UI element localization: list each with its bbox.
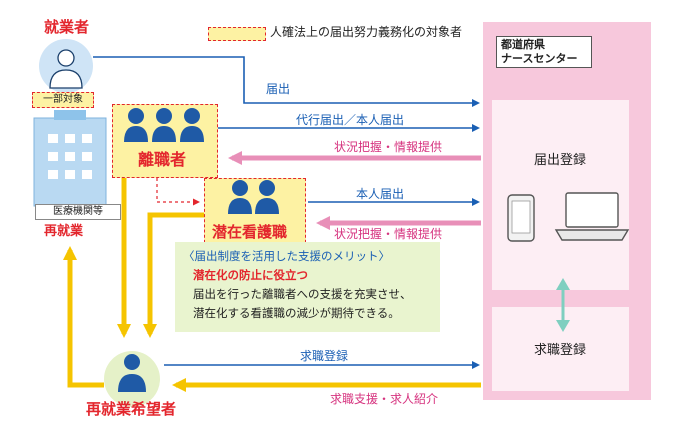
merit-desc-line1: 届出を行った離職者への支援を充実させ、 bbox=[193, 287, 412, 301]
latent-nurse-label: 潜在看護職 bbox=[212, 223, 288, 241]
merit-point: 潜在化の防止に役立つ bbox=[193, 268, 308, 282]
worker-person-icon bbox=[49, 49, 83, 89]
partial-target-tag: 一部対象 bbox=[32, 92, 94, 108]
leaver-people-overlay bbox=[124, 108, 204, 142]
job-registration-label: 求職登録 bbox=[534, 343, 587, 358]
job-support-label: 求職支援・求人紹介 bbox=[330, 392, 439, 406]
job-register-label: 求職登録 bbox=[300, 349, 349, 363]
registration-label: 届出登録 bbox=[534, 153, 587, 168]
proxy-notify-label: 代行届出／本人届出 bbox=[296, 113, 405, 127]
smartphone-icon bbox=[507, 194, 535, 242]
nurse-center-title-line1: 都道府県 bbox=[501, 38, 545, 51]
status-info-label-1: 状況把握・情報提供 bbox=[334, 140, 443, 154]
notify-label: 届出 bbox=[266, 82, 291, 96]
leaver-label: 離職者 bbox=[138, 150, 187, 169]
latent-nurse-badge bbox=[204, 178, 306, 248]
merit-desc-line2: 潜在化する看護職の減少が期待できる。 bbox=[193, 306, 400, 320]
job-seeker-label: 再就業希望者 bbox=[86, 400, 177, 418]
hospital-label: 医療機関等 bbox=[35, 204, 121, 220]
self-notify-label: 本人届出 bbox=[356, 187, 405, 201]
notify-arrow bbox=[93, 56, 480, 107]
laptop-icon bbox=[554, 192, 630, 241]
leaver-to-latent-arrow bbox=[156, 178, 200, 206]
latent-to-seeker-arrow bbox=[143, 212, 204, 338]
nurse-center-title-line2: ナースセンター bbox=[501, 52, 578, 65]
legend-swatch bbox=[208, 27, 266, 41]
merit-heading: 〈届出制度を活用した支援のメリット〉 bbox=[183, 249, 390, 263]
reemployment-label: 再就業 bbox=[44, 224, 84, 239]
legend-text: 人確法上の届出努力義務化の対象者 bbox=[270, 25, 463, 39]
nurse-center-title: 都道府県 ナースセンター bbox=[496, 36, 592, 68]
worker-label: 就業者 bbox=[44, 18, 90, 36]
latent-nurse-people-overlay bbox=[228, 180, 279, 214]
hospital-building-icon bbox=[33, 110, 107, 207]
reemployment-arrow bbox=[63, 246, 104, 388]
job-seeker-person-icon bbox=[118, 354, 146, 392]
status-info-label-2: 状況把握・情報提供 bbox=[334, 227, 443, 241]
merit-box: 〈届出制度を活用した支援のメリット〉 潜在化の防止に役立つ 届出を行った離職者へ… bbox=[175, 242, 440, 332]
